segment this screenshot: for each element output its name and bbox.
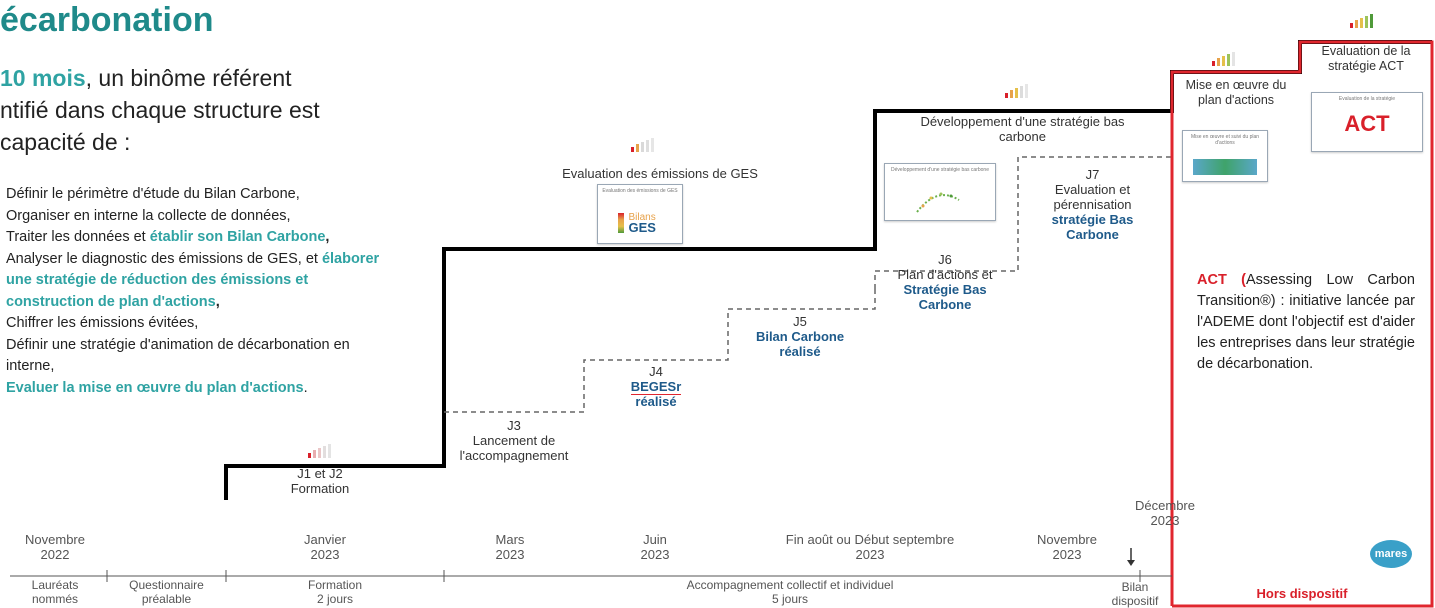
intro-line3: capacité de : (0, 129, 131, 155)
act-red-frame (1170, 40, 1434, 608)
step-j4: J4 BEGESr réalisé (630, 364, 682, 409)
stage-act-card: Evaluation de la stratégie ACT (1311, 92, 1423, 152)
task-item: Chiffrer les émissions évitées, (6, 315, 199, 331)
act-acronym: ACT (1197, 272, 1227, 288)
hors-dispositif-label: Hors dispositif (1256, 586, 1348, 601)
dashed-stair-line-2 (874, 156, 1172, 289)
gauge-icon (631, 138, 654, 152)
intro-line1: , un binôme référent (85, 65, 292, 91)
gauge-icon (1212, 52, 1235, 66)
gauge-icon (308, 444, 331, 458)
task-list: Définir le périmètre d'étude du Bilan Ca… (6, 184, 396, 399)
december-arrow-head (1127, 560, 1135, 566)
mares-logo: mares (1370, 540, 1412, 568)
intro-line2: ntifié dans chaque structure est (0, 97, 320, 123)
stage-act-card-caption: Evaluation de la stratégie (1338, 96, 1396, 102)
step-j5: J5 Bilan Carbone réalisé (755, 314, 845, 359)
ges-logo-text: GES (628, 220, 656, 235)
act-logo: ACT (1344, 111, 1390, 136)
plan-illustration-icon (1193, 159, 1257, 175)
curve-chart-icon (916, 192, 960, 213)
task-item: Définir une stratégie d'animation de déc… (6, 336, 350, 375)
task-item: Traiter les données et établir son Bilan… (6, 229, 330, 245)
stage-ges-title: Evaluation des émissions de GES (562, 166, 758, 181)
page-title: écarbonation (0, 1, 214, 39)
stage-ges-card: Evaluation des émissions de GES Bilans G… (597, 184, 683, 244)
task-item: Définir le périmètre d'étude du Bilan Ca… (6, 186, 300, 202)
bilans-ges-logo-icon (618, 213, 624, 233)
task-item: Organiser en interne la collecte de donn… (6, 207, 291, 224)
task-item: Evaluer la mise en œuvre du plan d'actio… (6, 379, 308, 396)
stage-strategy-card: Développement d'une stratégie bas carbon… (884, 163, 996, 221)
stage-ges-card-caption: Evaluation des émissions de GES (602, 188, 678, 194)
stage-plan-card: Mise en œuvre et suivi du plan d'actions (1182, 130, 1268, 182)
step-j7: J7 Evaluation et pérennisation stratégie… (1051, 167, 1134, 242)
dashed-stair-line (444, 289, 876, 413)
task-item: Analyser le diagnostic des émissions de … (6, 250, 380, 310)
bilans-logo-text: Bilans (628, 212, 656, 223)
step-j6: J6 Plan d'actions et Stratégie Bas Carbo… (897, 252, 993, 312)
intro-highlight: 10 mois (0, 65, 86, 91)
gauge-icon (1005, 84, 1028, 98)
intro-text: 10 mois, un binôme référent ntifié dans … (0, 62, 430, 158)
stage-strategy-card-caption: Développement d'une stratégie bas carbon… (891, 167, 989, 173)
act-description: ACT (Assessing Low Carbon Transition®) :… (1197, 272, 1415, 372)
act-body: initiative lancée par l'ADEME dont l'obj… (1197, 293, 1415, 372)
stage-plan-card-caption: Mise en œuvre et suivi du plan d'actions (1190, 134, 1260, 146)
gauge-icon (1350, 14, 1373, 28)
